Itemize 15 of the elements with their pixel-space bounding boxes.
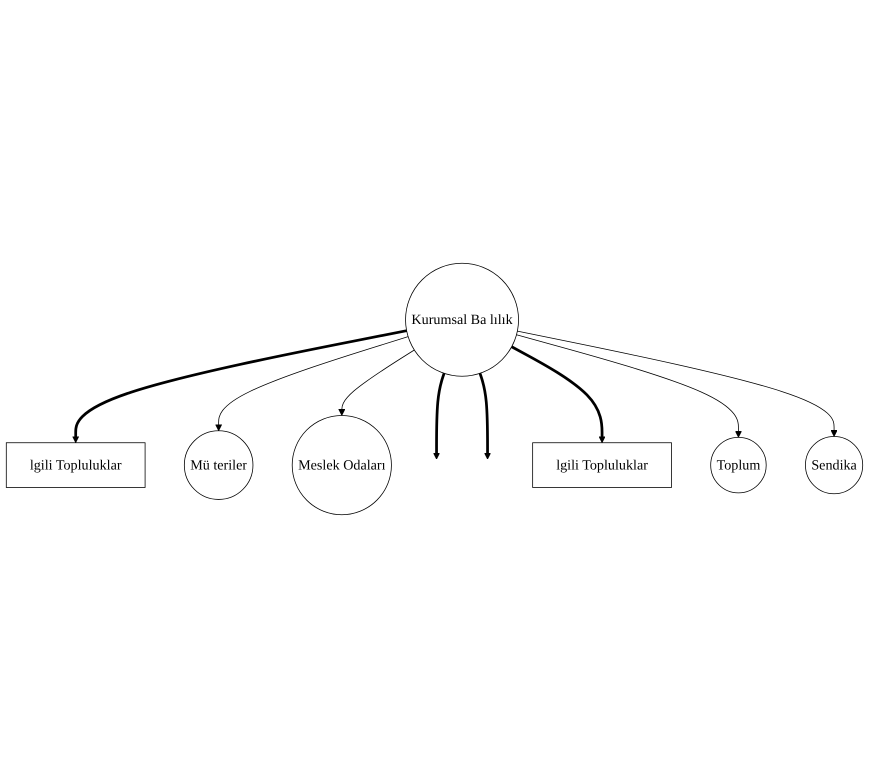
arrow (72, 329, 407, 444)
node-box: lgili Topluluklar (6, 442, 146, 488)
arrow (433, 372, 446, 460)
node-circle: Sendika (805, 436, 864, 494)
node-circle: Toplum (710, 436, 767, 494)
arrow (511, 346, 606, 444)
arrow (478, 372, 491, 460)
node-circle: Mü teriler (184, 430, 254, 500)
node-box: lgili Topluluklar (532, 442, 672, 488)
node-circle: Kurumsal Ba lılık (405, 262, 519, 377)
arrow (517, 330, 838, 437)
arrow (516, 334, 742, 438)
arrow (338, 350, 415, 416)
node-circle: Meslek Odaları (292, 415, 392, 516)
arrow (215, 336, 409, 432)
